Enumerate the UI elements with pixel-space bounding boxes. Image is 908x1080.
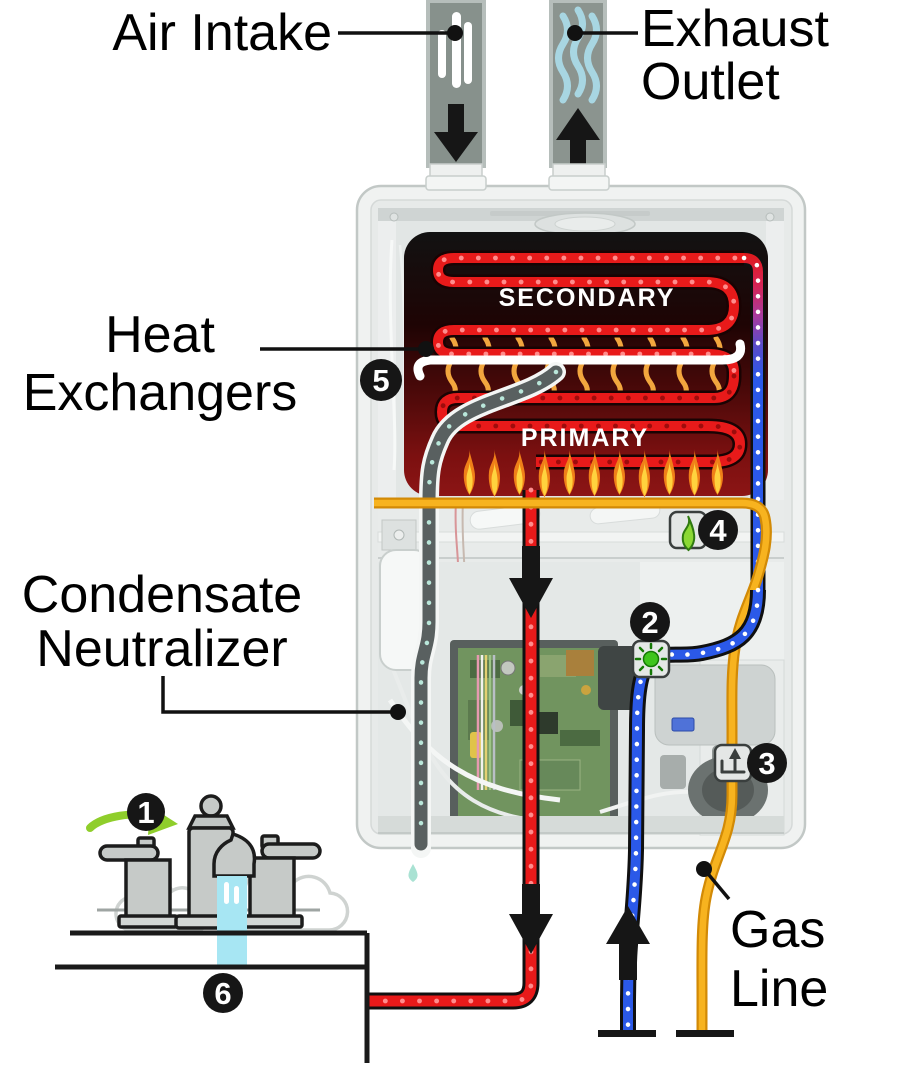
secondary-heat-exchanger-coil xyxy=(430,250,755,379)
primary-label: PRIMARY xyxy=(521,424,649,452)
fan-housing xyxy=(534,212,636,236)
condensate-drip xyxy=(408,864,418,882)
air-stream-lines xyxy=(452,12,461,88)
step-badge-2: 2 xyxy=(630,602,670,642)
step-badge-5: 5 xyxy=(360,359,402,401)
gas-supply-stub xyxy=(676,1030,734,1037)
step-badges: 1 2 3 4 5 6 xyxy=(127,359,787,1013)
burner-flame-icon xyxy=(668,510,708,552)
hot-flow-arrow xyxy=(509,884,553,954)
exhaust-collar xyxy=(548,163,610,191)
wire-ribbon xyxy=(476,655,496,790)
step-badge-1: 1 xyxy=(127,793,165,831)
gas-line-label-line2: Line xyxy=(730,960,828,1018)
exhaust-label-line2: Outlet xyxy=(641,53,780,111)
air-intake-label: Air Intake xyxy=(112,4,332,62)
cold-flow-arrow xyxy=(606,906,650,980)
heat-exchangers-label-line2: Exchangers xyxy=(23,364,298,422)
gas-line-pipe xyxy=(374,497,772,1037)
step-badge-6: 6 xyxy=(203,973,243,1013)
condensate-label-line1: Condensate xyxy=(22,566,302,624)
cold-to-hot-riser-pipe xyxy=(741,250,766,603)
cold-supply-stub xyxy=(598,1030,656,1037)
intake-collar xyxy=(425,163,487,191)
exhaust-wave-lines xyxy=(555,6,600,104)
exhaust-label-line1: Exhaust xyxy=(641,0,829,58)
hot-water-pipe xyxy=(366,487,553,1010)
secondary-label: SECONDARY xyxy=(499,284,676,312)
burner-flames xyxy=(463,449,723,498)
heat-exchanger-assembly: SECONDARY PRIMARY xyxy=(404,232,768,603)
counter-outline xyxy=(55,930,370,1063)
down-arrow-icon xyxy=(434,104,478,162)
svg-text:5: 5 xyxy=(372,363,389,398)
screw xyxy=(389,212,399,222)
water-stream xyxy=(217,876,247,967)
svg-text:2: 2 xyxy=(641,605,658,640)
svg-text:3: 3 xyxy=(758,746,775,781)
screw xyxy=(765,212,775,222)
gas-line-label-line1: Gas xyxy=(730,901,825,959)
heat-exchangers-label-line1: Heat xyxy=(105,306,215,364)
flow-sensor-icon xyxy=(631,639,671,679)
left-handle xyxy=(98,836,179,929)
condensate-drain-tube xyxy=(408,362,566,882)
svg-text:4: 4 xyxy=(709,513,727,548)
condensate-leader xyxy=(161,676,396,714)
transfer-pipe xyxy=(413,339,746,381)
yellow-connector xyxy=(470,732,482,758)
svg-text:6: 6 xyxy=(214,976,231,1011)
step-badge-4: 4 xyxy=(698,510,738,550)
hot-flow-arrow xyxy=(509,546,553,618)
gas-valve-icon xyxy=(713,743,753,783)
faucet-scene xyxy=(55,794,370,1063)
up-arrow-icon xyxy=(556,108,600,166)
annotations: Air Intake Exhaust Outlet Heat Exchanger… xyxy=(22,0,830,1018)
svg-text:1: 1 xyxy=(137,795,154,830)
air-intake-pipe xyxy=(425,0,487,191)
step-badge-3: 3 xyxy=(747,743,787,783)
condensate-label-line2: Neutralizer xyxy=(36,620,287,678)
